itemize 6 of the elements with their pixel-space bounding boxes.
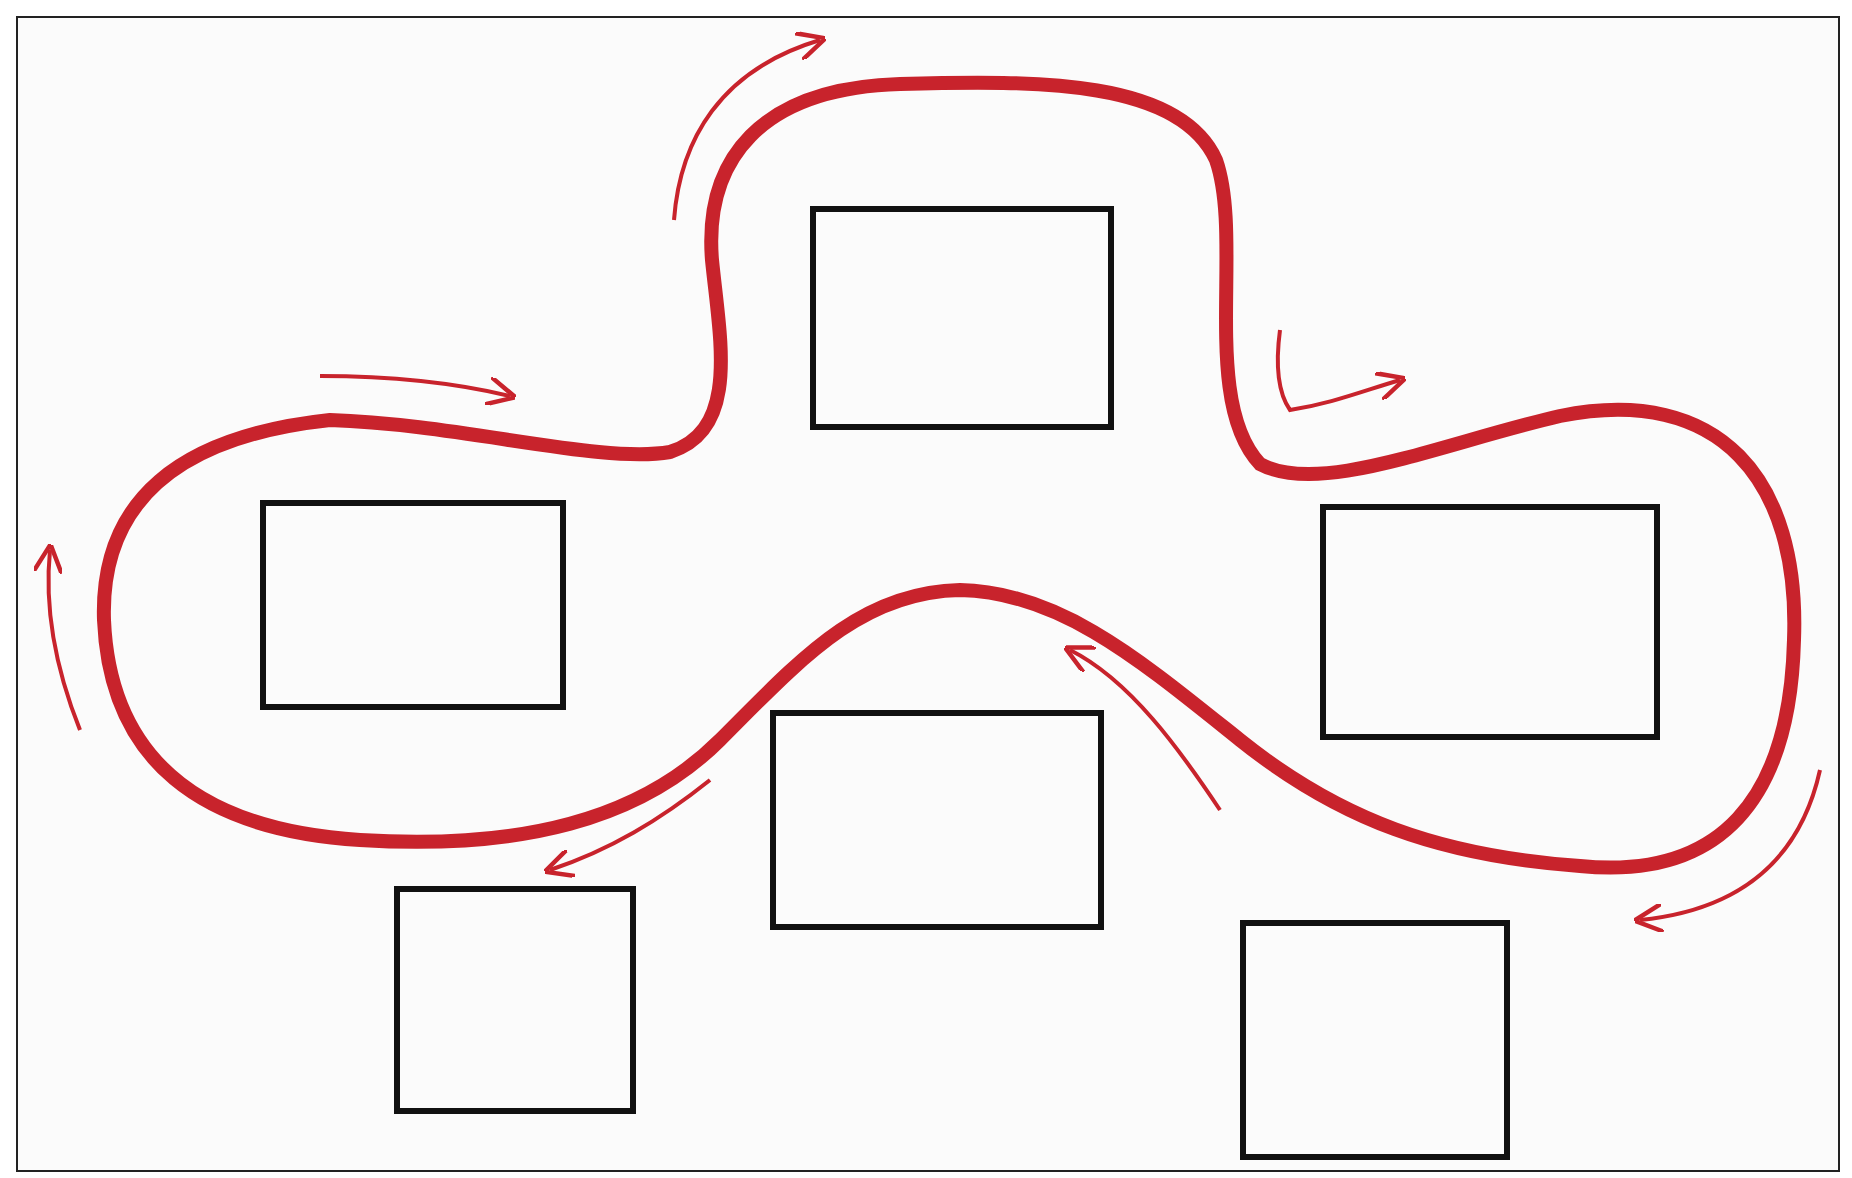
empty-box (810, 206, 1114, 430)
empty-box (770, 710, 1104, 930)
empty-box (394, 886, 636, 1114)
empty-box (1320, 504, 1660, 740)
empty-box (1240, 920, 1510, 1160)
empty-box (260, 500, 566, 710)
